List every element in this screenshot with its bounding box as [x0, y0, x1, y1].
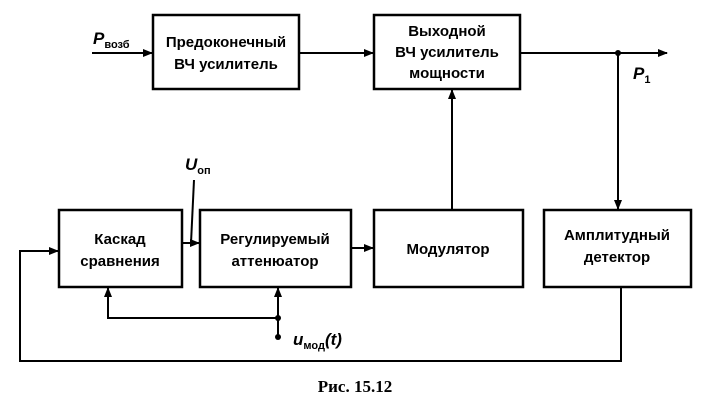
modulation-signal-argument: (t)	[325, 330, 342, 349]
input-power-symbol: P	[93, 29, 105, 48]
reference-voltage-label: Uоп	[185, 155, 211, 177]
output-power-symbol: P	[633, 64, 645, 83]
pre-amplifier-label-line1: Предоконечный	[166, 34, 286, 51]
attenuator-label-line2: аттенюатор	[231, 253, 318, 270]
output-amplifier-label-line2: ВЧ усилитель	[395, 44, 499, 61]
modulation-signal-symbol: u	[293, 330, 304, 349]
reference-voltage-symbol: U	[185, 155, 198, 174]
comparator-label-line1: Каскад	[94, 231, 146, 248]
output-amplifier-label-line1: Выходной	[408, 23, 486, 40]
comparator-label-line2: сравнения	[80, 253, 160, 270]
pre-amplifier-block: Предоконечный ВЧ усилитель	[151, 13, 301, 91]
modulation-signal-subscript: мод	[303, 340, 325, 352]
output-power-subscript: 1	[644, 74, 650, 86]
reference-voltage-leader	[190, 179, 195, 244]
attenuator-label-line1: Регулируемый	[220, 231, 330, 248]
modulation-signal-label: uмод(t)	[293, 330, 342, 352]
reference-voltage-subscript: оп	[197, 165, 210, 177]
feedback-loop-arrow	[19, 247, 622, 362]
modulator-block: Модулятор	[372, 208, 525, 289]
output-amplifier-block: Выходной ВЧ усилитель мощности	[372, 13, 522, 91]
detector-block: Амплитудный детектор	[542, 208, 693, 289]
input-power-label: Pвозб	[93, 29, 130, 51]
detector-label-line2: детектор	[584, 249, 650, 266]
modulation-to-comparator-arrow	[104, 287, 278, 319]
figure-caption: Рис. 15.12	[318, 377, 392, 396]
attenuator-block: Регулируемый аттенюатор	[198, 208, 353, 289]
modulation-terminal	[275, 334, 281, 340]
output-power-label: P1	[633, 64, 650, 86]
modulator-label: Модулятор	[406, 241, 489, 258]
output-amplifier-label-line3: мощности	[409, 65, 485, 82]
comparator-block: Каскад сравнения	[57, 208, 184, 289]
detector-label-line1: Амплитудный	[564, 227, 670, 244]
input-power-subscript: возб	[104, 39, 129, 51]
pre-amplifier-label-line2: ВЧ усилитель	[174, 56, 278, 73]
